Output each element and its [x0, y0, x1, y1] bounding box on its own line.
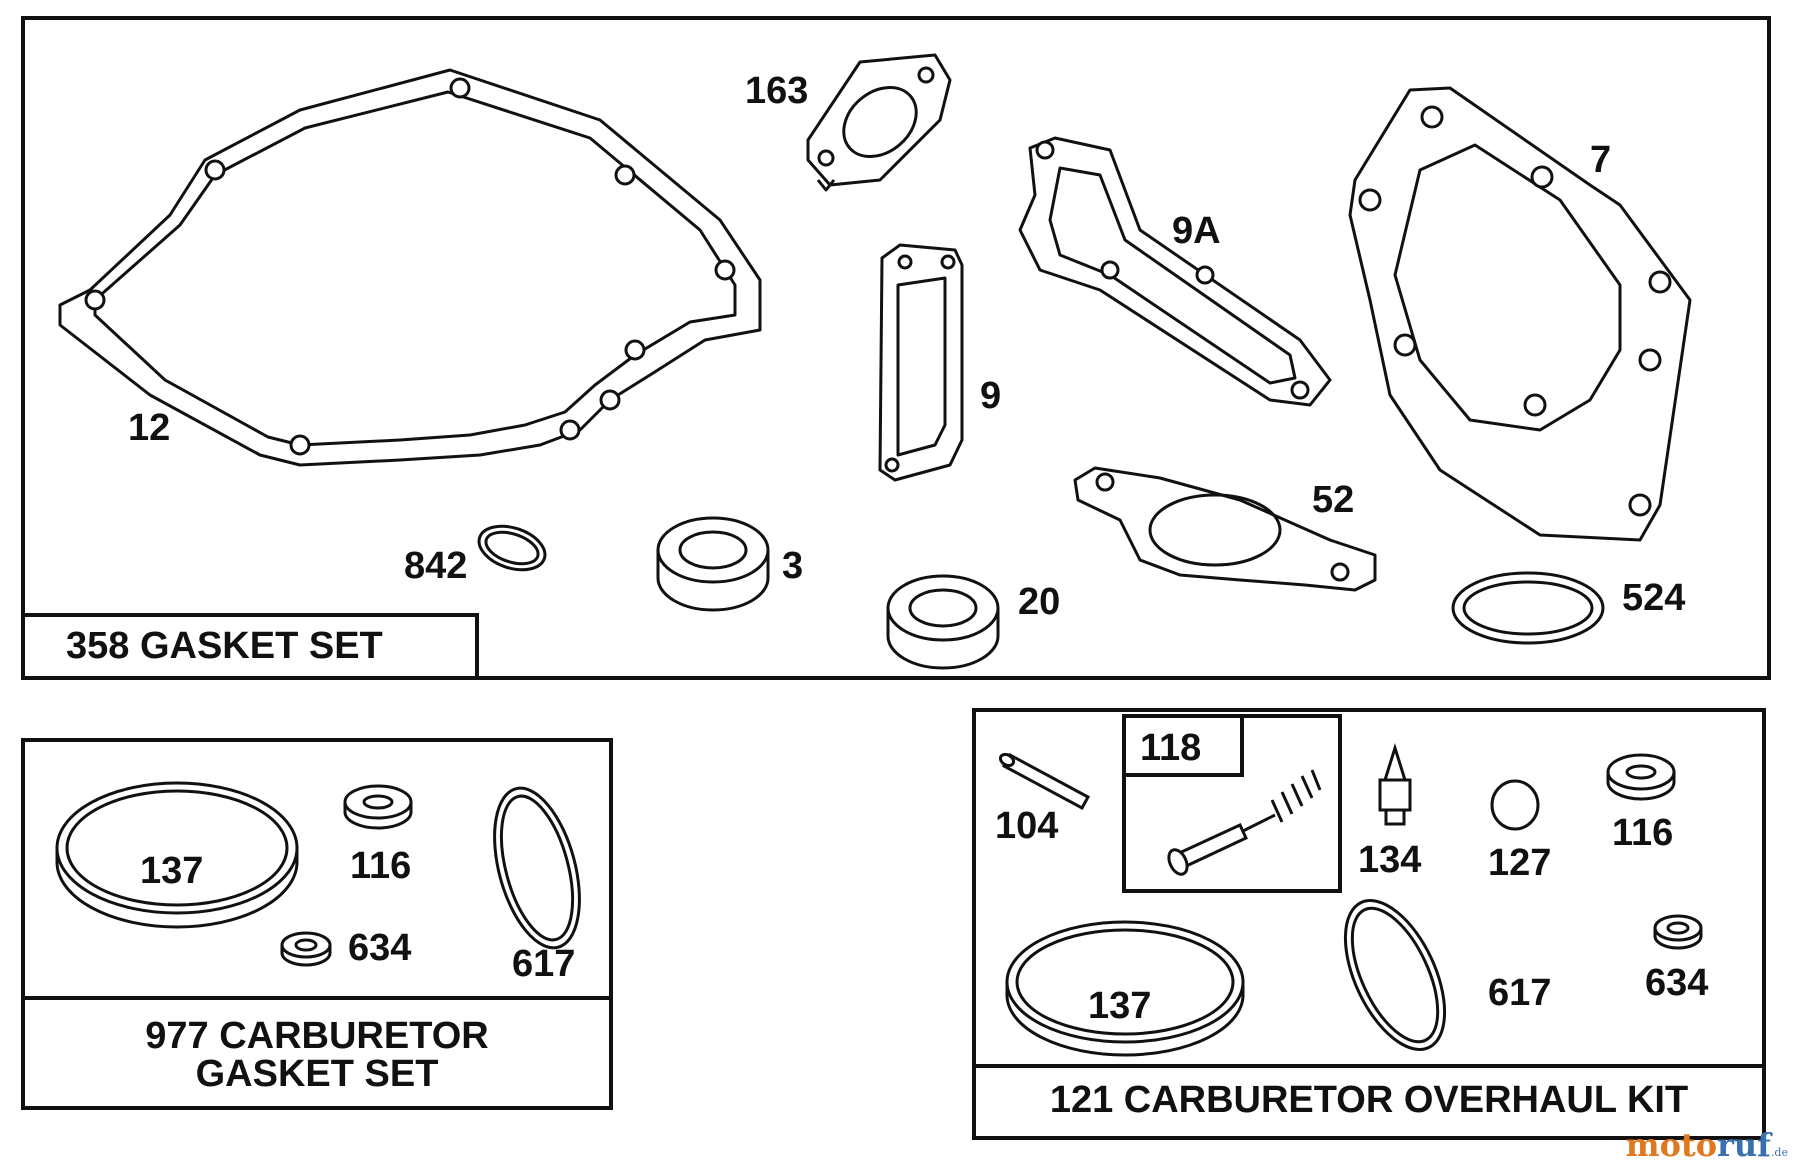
idle-screw-label-box [1124, 716, 1244, 777]
crankcase-gasket-12 [58, 68, 762, 467]
label-kit-634: 634 [1645, 962, 1708, 1004]
watermark-logo: motoruf.de [1625, 1126, 1788, 1164]
gasket-163 [806, 53, 952, 192]
carb-gasket-137 [55, 781, 299, 929]
label-524: 524 [1622, 577, 1685, 619]
gasket-set-title: 358 GASKET SET [66, 625, 383, 667]
kit-o-ring-617 [1343, 899, 1447, 1051]
kit-gasket-137 [1005, 920, 1245, 1057]
overhaul-kit-frame [972, 708, 1766, 1140]
kit-needle-134 [1378, 742, 1412, 826]
label-163: 163 [745, 70, 808, 112]
label-carb-634: 634 [348, 927, 411, 969]
o-ring-524 [1451, 571, 1605, 645]
label-9: 9 [980, 375, 1001, 417]
label-842: 842 [404, 545, 467, 587]
label-carb-617: 617 [512, 943, 575, 985]
label-12: 12 [128, 407, 170, 449]
label-kit-116: 116 [1612, 812, 1673, 854]
label-carb-137: 137 [140, 850, 203, 892]
kit-pin-104 [998, 752, 1091, 811]
carb-gasket-set-frame [21, 738, 613, 1110]
carb-gasket-set-title-line2: GASKET SET [196, 1053, 439, 1095]
label-kit-137: 137 [1088, 985, 1151, 1027]
carb-washer-116 [343, 784, 413, 830]
gasket-9a [1018, 136, 1332, 407]
label-kit-127: 127 [1488, 842, 1551, 884]
oil-seal-20 [886, 574, 1000, 670]
label-kit-134: 134 [1358, 839, 1421, 881]
label-7: 7 [1590, 139, 1611, 181]
carb-washer-634 [280, 931, 332, 967]
label-9a: 9A [1172, 210, 1221, 252]
gasket-set-title-box [23, 613, 479, 678]
label-52: 52 [1312, 479, 1354, 521]
kit-idle-screw-118 [1167, 769, 1322, 876]
label-kit-617: 617 [1488, 972, 1551, 1014]
gasket-set-frame [21, 16, 1771, 680]
kit-washer-116 [1606, 753, 1676, 801]
idle-screw-sub-frame [1122, 714, 1342, 893]
label-3: 3 [782, 545, 803, 587]
carb-gasket-set-title-line1: 977 CARBURETOR [145, 1015, 488, 1057]
overhaul-kit-title: 121 CARBURETOR OVERHAUL KIT [1050, 1079, 1688, 1121]
oil-seal-3 [656, 516, 770, 612]
kit-welch-plug-127 [1490, 779, 1540, 831]
label-kit-118: 118 [1140, 727, 1201, 769]
carb-o-ring-617 [493, 786, 581, 950]
label-carb-116: 116 [350, 845, 411, 887]
gasket-52 [1073, 466, 1377, 592]
label-kit-104: 104 [995, 805, 1058, 847]
gasket-9 [878, 243, 964, 482]
kit-washer-634 [1653, 914, 1703, 950]
o-ring-842 [477, 524, 547, 572]
head-gasket-7 [1348, 86, 1692, 542]
label-20: 20 [1018, 581, 1060, 623]
